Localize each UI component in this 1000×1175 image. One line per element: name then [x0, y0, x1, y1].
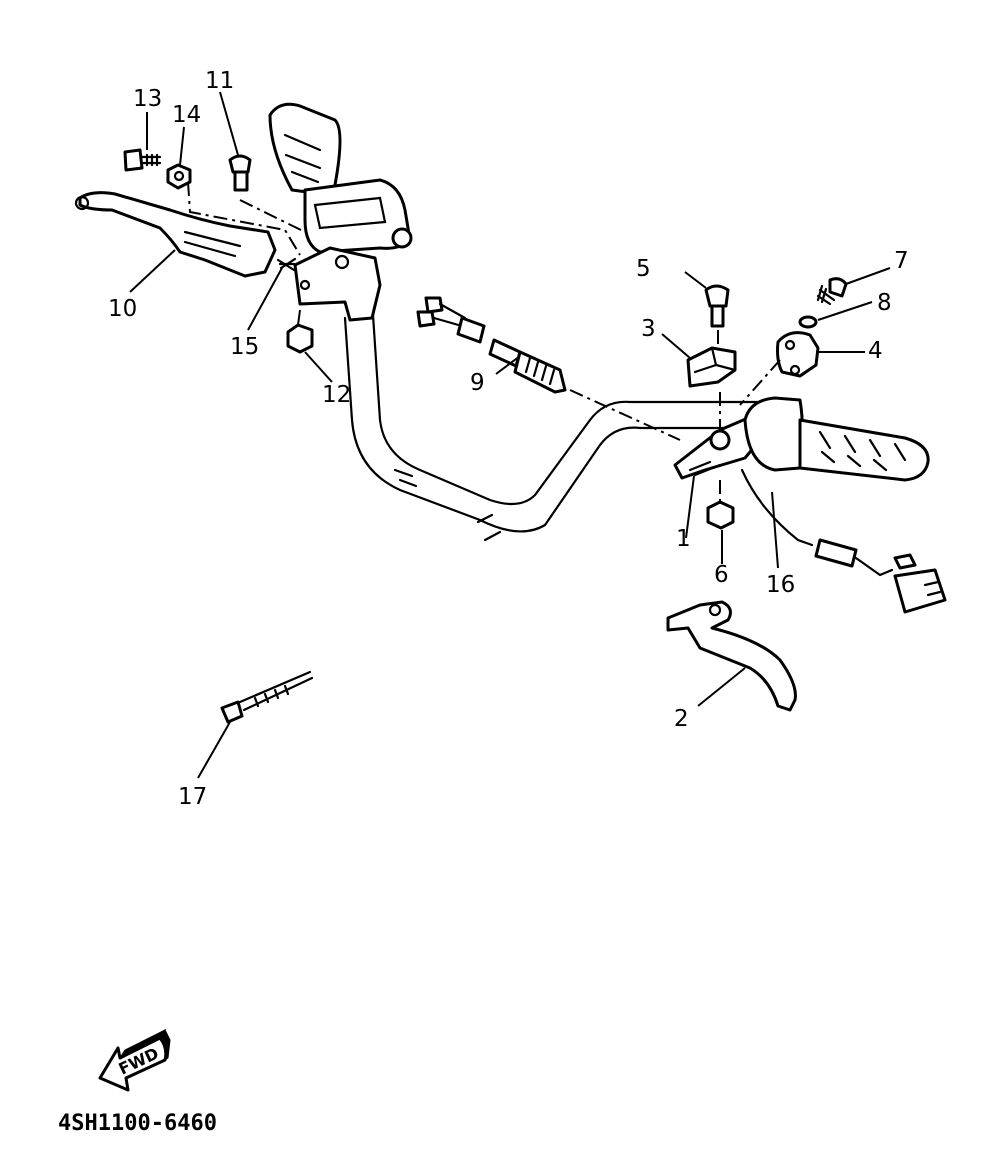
part-8-washer: [798, 315, 818, 329]
callout-2: 2: [674, 706, 689, 732]
callout-3: 3: [641, 316, 656, 342]
assembly-lines: [187, 181, 781, 505]
callout-11: 11: [205, 68, 234, 94]
callout-16: 16: [766, 572, 795, 598]
callout-9: 9: [470, 370, 485, 396]
part-3-switch-block: [686, 346, 737, 388]
callout-13: 13: [133, 86, 162, 112]
callout-17: 17: [178, 784, 207, 810]
part-9-cable-switch: [416, 296, 567, 394]
callout-4: 4: [868, 338, 883, 364]
left-switch-housing: [303, 178, 413, 254]
part-4-clamp: [776, 331, 820, 378]
callout-12: 12: [322, 382, 351, 408]
part-2-brake-lever: [666, 600, 797, 712]
fwd-arrow-icon: FWD: [98, 1028, 171, 1092]
callout-14: 14: [172, 102, 201, 128]
part-11-pivot-bolt: [228, 154, 252, 192]
right-grip: [743, 396, 930, 482]
part-16-wire-and-connector: [740, 468, 947, 614]
part-1-brake-master: [673, 416, 762, 480]
part-10-lever: [74, 191, 277, 278]
clutch-lever-holder: [293, 246, 382, 322]
callout-6: 6: [714, 562, 729, 588]
callout-8: 8: [877, 290, 892, 316]
handlebar: [343, 298, 762, 542]
callout-5: 5: [636, 256, 651, 282]
part-7-screw: [816, 277, 848, 306]
part-15-spring: [276, 257, 297, 272]
left-grip: [268, 102, 342, 197]
part-17-cable-tie: [220, 670, 314, 724]
part-6-nut: [706, 500, 735, 530]
part-code: 4SH1100-6460: [58, 1111, 217, 1136]
part-13-bolt: [123, 148, 162, 172]
callout-10: 10: [108, 296, 137, 322]
callout-1: 1: [676, 526, 691, 552]
part-5-bolt: [704, 284, 730, 328]
callout-7: 7: [894, 248, 909, 274]
callout-labels: 1 2 3 4 5 6 7 8 9 10 11 12 13 14 15 16 1…: [108, 68, 909, 810]
leader-lines: [129, 91, 891, 779]
part-14-nut: [166, 163, 192, 190]
callout-15: 15: [230, 334, 259, 360]
part-12-nut: [286, 323, 314, 354]
